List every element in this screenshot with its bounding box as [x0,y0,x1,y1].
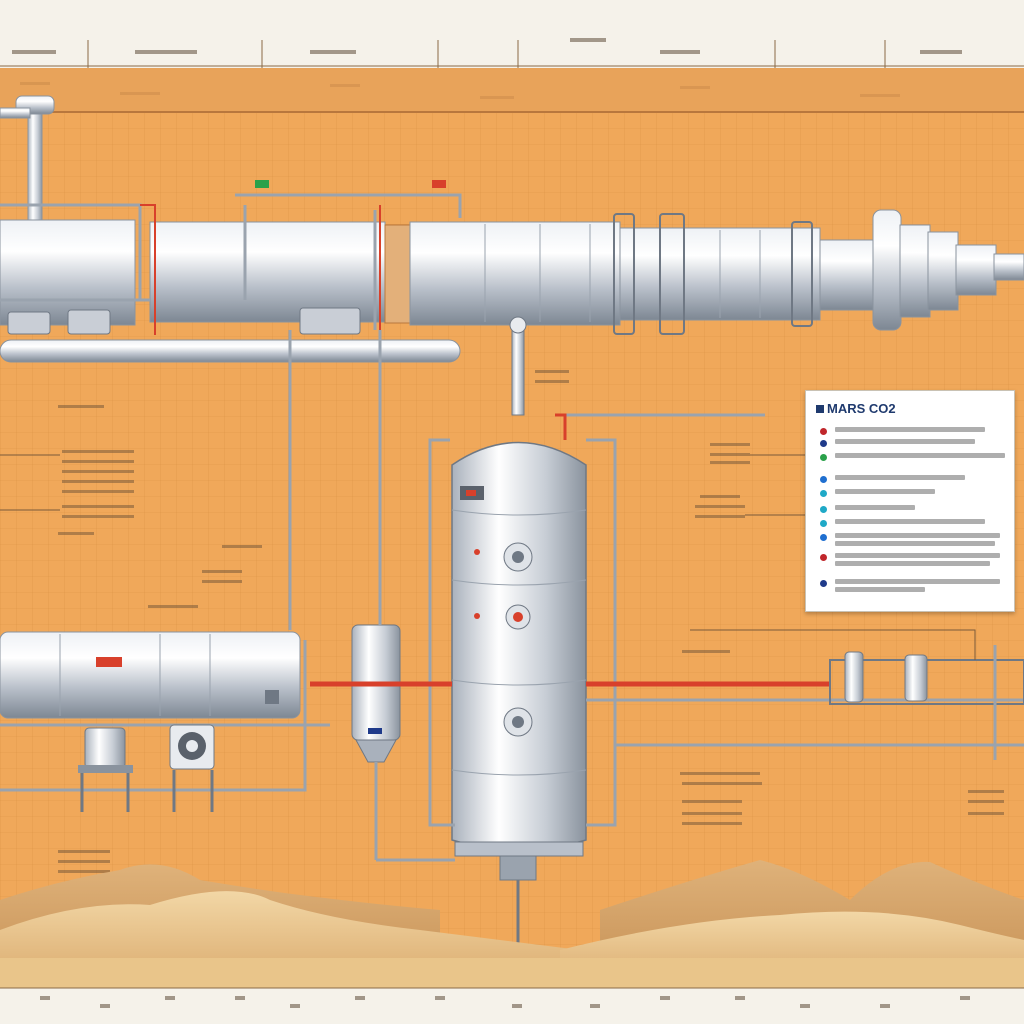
legend-color-dot [820,580,827,587]
legend-text-line [835,475,965,480]
legend-item [820,475,965,483]
horizontal-tank [0,631,330,812]
legend-title: MARS CO2 [816,401,896,416]
vertical-reactor [376,316,765,965]
legend-title-marker [816,404,824,413]
legend-color-dot [820,554,827,561]
legend-item [820,505,915,513]
main-pipeline [0,95,1024,363]
legend-text-line [835,453,1005,458]
legend-text-line [835,505,915,510]
legend-item [820,553,1000,566]
legend-item [820,439,975,447]
callout-labels [58,370,1004,873]
legend-item [820,533,1000,546]
legend-item [820,453,1005,461]
legend-color-dot [820,454,827,461]
bottom-ruler [0,987,1024,1024]
legend-color-dot [820,490,827,497]
legend-color-dot [820,506,827,513]
legend-panel: MARS CO2 [805,390,1015,612]
leader-lines [0,454,976,660]
legend-color-dot [820,520,827,527]
legend-text-line [835,541,995,546]
upper-band [0,68,1024,113]
sand-dunes [0,860,1024,990]
legend-item [820,427,985,435]
legend-item [820,519,985,527]
transfer-pipes [288,330,1024,747]
pump-right [169,724,215,812]
legend-item [820,579,1000,592]
legend-color-dot [820,440,827,447]
legend-color-dot [820,428,827,435]
pump-left [78,727,133,812]
right-machinery [829,645,1024,760]
legend-text-line [835,587,925,592]
legend-text-line [835,519,985,524]
legend-text-line [835,579,1000,584]
legend-text-line [835,439,975,444]
legend-text-line [835,533,1000,538]
legend-color-dot [820,534,827,541]
legend-text-line [835,561,990,566]
legend-text-line [835,489,935,494]
legend-text-line [835,553,1000,558]
legend-color-dot [820,476,827,483]
legend-title-text: MARS CO2 [827,401,896,416]
legend-text-line [835,427,985,432]
legend-item [820,489,935,497]
top-ruler [0,0,1024,110]
